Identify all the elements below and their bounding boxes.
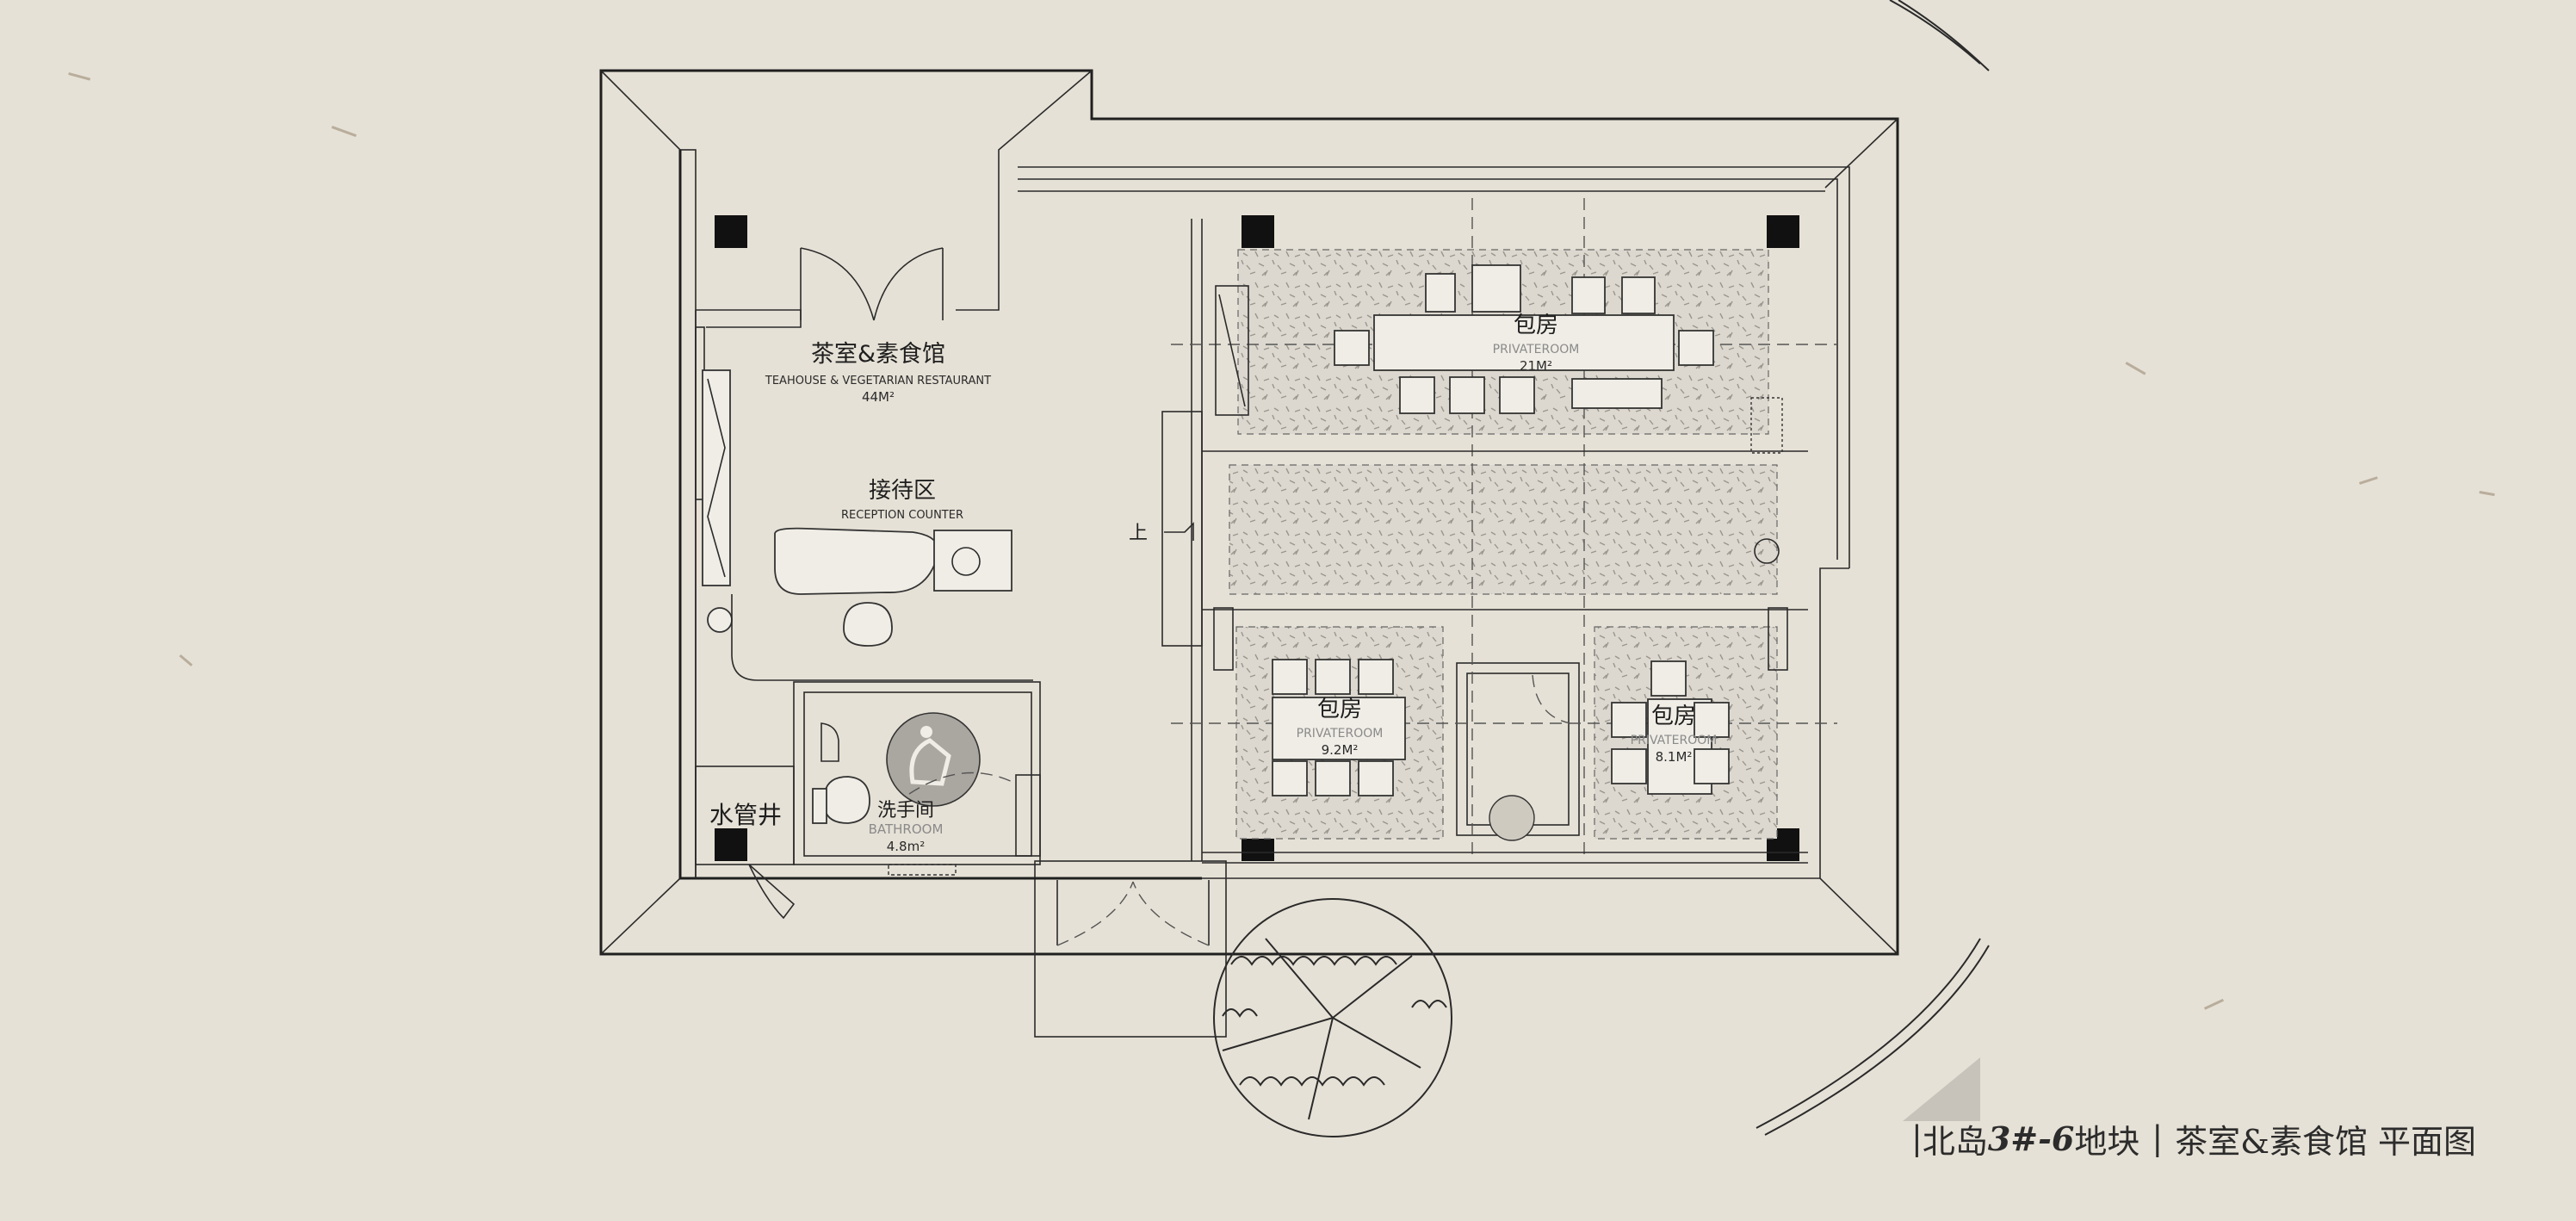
reception-name-en: RECEPTION COUNTER	[841, 509, 963, 522]
drawing-title: | 北岛 3#-6 地块 | 茶室&素食馆 平面图	[1911, 1113, 2476, 1164]
private-room-large-cn: 包房	[1514, 313, 1558, 338]
private-room-left-label: 包房 PRIVATEROOM 9.2M²	[1297, 697, 1384, 758]
title-separator: |	[2152, 1119, 2164, 1157]
bathroom-en: BATHROOM	[869, 821, 944, 837]
private-room-large-area: 21M²	[1520, 358, 1552, 374]
title-name: 茶室&素食馆 平面图	[2175, 1122, 2477, 1161]
teahouse-name-cn: 茶室&素食馆	[811, 341, 945, 368]
private-room-large-label: 包房 PRIVATEROOM 21M²	[1493, 313, 1580, 374]
stair	[1164, 522, 1194, 541]
private-room-left-area: 9.2M²	[1322, 742, 1359, 758]
decorative-arc	[1756, 0, 1990, 1136]
teahouse-name-en: TEAHOUSE & VEGETARIAN RESTAURANT	[765, 375, 991, 387]
reception-furniture	[702, 369, 1033, 681]
bathroom-cn: 洗手间	[877, 800, 934, 821]
stair-up-label: 上	[1129, 523, 1148, 544]
paper-texture	[68, 71, 2495, 1010]
water-shaft	[695, 765, 796, 920]
teahouse-area: 44M²	[862, 389, 895, 405]
tree	[1213, 898, 1452, 1137]
private-room-right-label: 包房 PRIVATEROOM 8.1M²	[1631, 703, 1718, 765]
bathroom-area: 4.8m²	[887, 839, 925, 854]
private-room-right-en: PRIVATEROOM	[1631, 734, 1718, 747]
private-room-right-cn: 包房	[1651, 703, 1696, 729]
reception-label: 接待区 RECEPTION COUNTER	[841, 478, 963, 522]
private-room-left-en: PRIVATEROOM	[1297, 727, 1384, 741]
private-room-small-furniture	[1272, 659, 1730, 796]
bathroom-label: 洗手间 BATHROOM 4.8m²	[869, 800, 944, 854]
private-room-right-area: 8.1M²	[1656, 749, 1693, 765]
water-shaft-label: 水管井	[709, 801, 782, 829]
teahouse-label: 茶室&素食馆 TEAHOUSE & VEGETARIAN RESTAURANT …	[765, 341, 991, 405]
title-place: 北岛	[1922, 1122, 1988, 1161]
private-room-large-furniture	[1334, 264, 1714, 414]
private-room-large-en: PRIVATEROOM	[1493, 343, 1580, 356]
title-code: 3#-6	[1987, 1119, 2075, 1158]
bathroom-fixtures	[793, 681, 1041, 876]
north-marker	[1903, 1057, 1980, 1121]
private-room-left-cn: 包房	[1317, 697, 1362, 722]
reception-name-cn: 接待区	[869, 478, 936, 504]
title-bar-mark: |	[1911, 1119, 1923, 1157]
title-block: 地块	[2074, 1122, 2140, 1161]
entrance-doors	[1056, 880, 1210, 946]
